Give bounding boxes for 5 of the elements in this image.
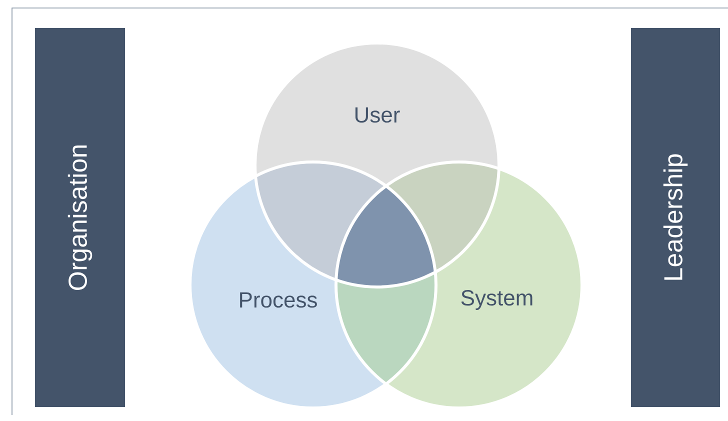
label-bar: Leadership [631,28,720,407]
circle-label: System [461,290,532,310]
circle-label: Process [240,292,317,308]
circle-label: User [355,107,400,123]
label-bar: Organisation [35,28,125,407]
